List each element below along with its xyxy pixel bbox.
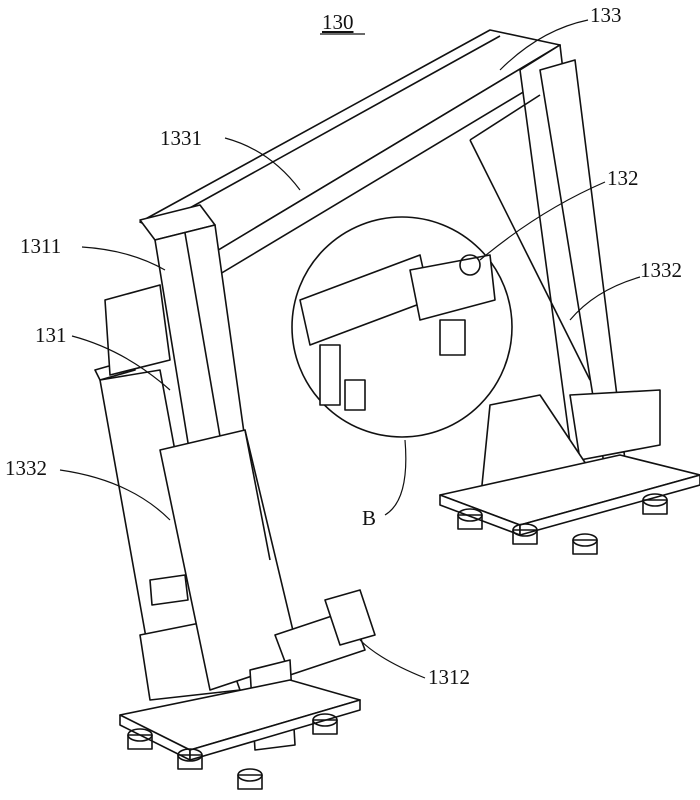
top-beam [139, 29, 561, 281]
label-beam: 1331 [160, 126, 202, 150]
label-support-left: 1332 [5, 456, 47, 480]
right-base-plate [439, 454, 700, 555]
label-clamp-assembly: 132 [607, 166, 639, 190]
label-frame: 133 [590, 3, 622, 27]
label-detail-b: B [362, 506, 377, 530]
figure-ref-label: 130 [322, 10, 354, 34]
detail-circle-b [291, 216, 513, 438]
left-base-plate [119, 679, 361, 790]
left-column [139, 204, 301, 691]
label-foot-block: 1312 [428, 665, 470, 689]
label-column-inner: 1311 [20, 234, 62, 258]
label-support-right: 1332 [640, 258, 682, 282]
label-column: 131 [35, 323, 67, 347]
leader-lines [59, 19, 641, 679]
